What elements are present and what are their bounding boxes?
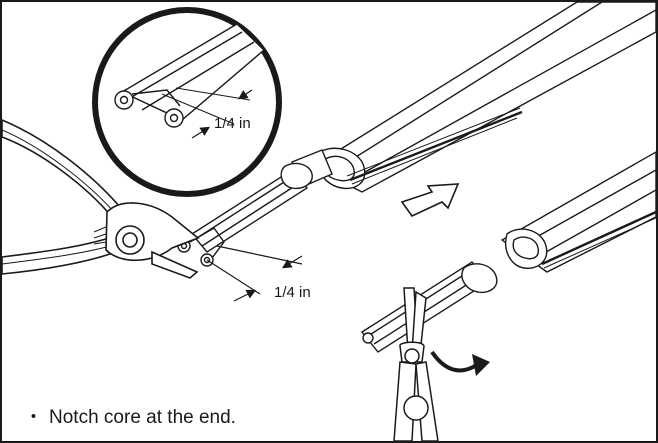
- caption-bullet: ・: [24, 407, 44, 428]
- detail-measure-label: 1/4 in: [214, 115, 251, 132]
- instruction-caption: ・Notch core at the end.: [24, 402, 236, 429]
- detail-callout: [92, 7, 282, 197]
- wire-cutter-icon: [2, 119, 200, 279]
- caption-text: Notch core at the end.: [49, 407, 236, 428]
- main-measure-label: 1/4 in: [274, 284, 311, 301]
- rotation-arrow-icon: [430, 350, 490, 376]
- main-dimension: [206, 245, 303, 302]
- needle-nose-pliers-icon: [393, 287, 439, 441]
- direction-arrow-icon: [400, 183, 460, 218]
- upper-cable: [177, 2, 656, 267]
